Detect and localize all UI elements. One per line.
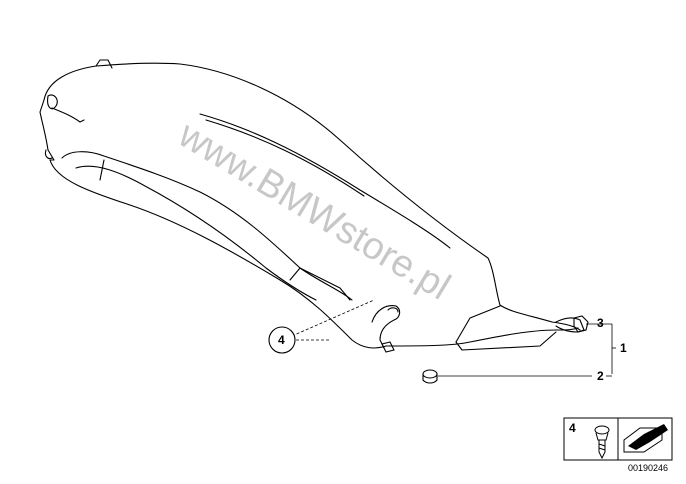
cover-panel bbox=[39, 59, 585, 351]
legend-item-number: 4 bbox=[569, 421, 576, 435]
callout-4: 4 bbox=[268, 326, 296, 354]
legend-box: 4 bbox=[563, 417, 673, 461]
arrow-direction-icon bbox=[623, 424, 668, 453]
callout-2: 2 bbox=[597, 369, 604, 383]
callout-3: 3 bbox=[597, 316, 604, 330]
watermark-text: www.BMWstore.pl bbox=[171, 113, 458, 308]
svg-text:4: 4 bbox=[278, 333, 285, 347]
stud-part bbox=[381, 341, 395, 353]
clip-part-3 bbox=[573, 315, 589, 333]
pin-part-2 bbox=[422, 369, 438, 384]
diagram-code: 00190246 bbox=[628, 463, 668, 473]
callout-1: 1 bbox=[620, 341, 627, 355]
screw-icon bbox=[594, 425, 610, 460]
leader-lines bbox=[291, 299, 616, 377]
